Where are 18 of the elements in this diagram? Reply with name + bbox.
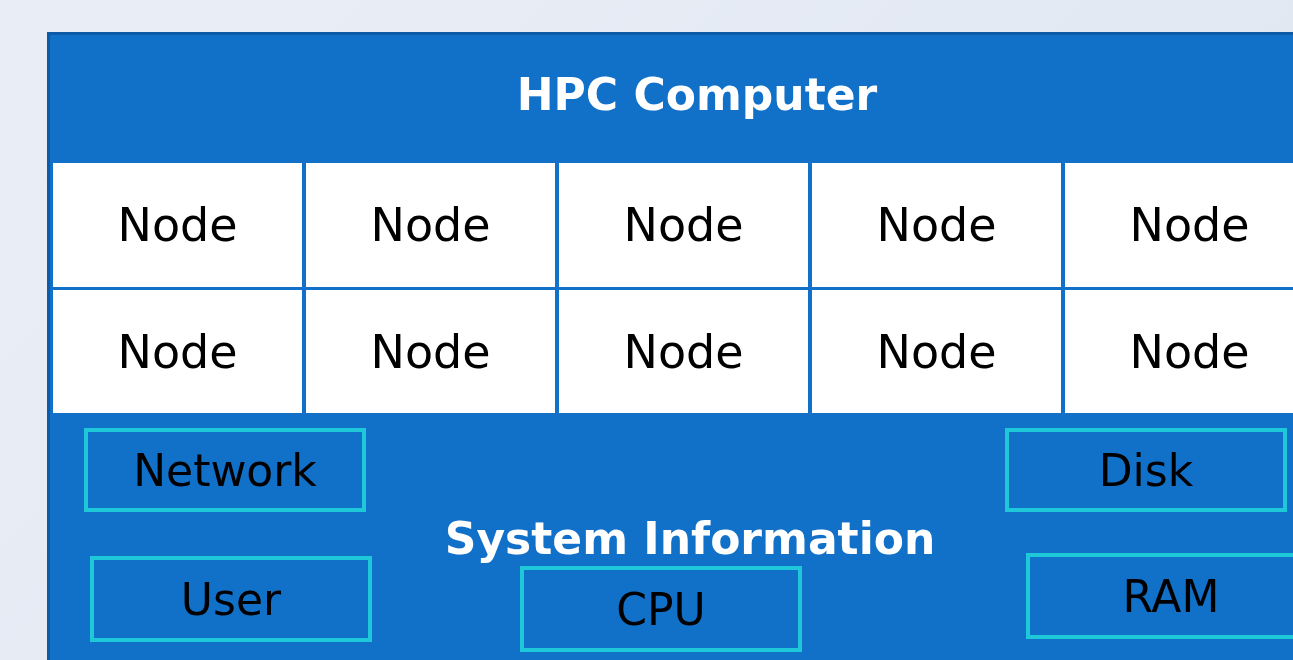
computer-panel	[47, 32, 1293, 660]
node-tile: Node	[1065, 290, 1293, 414]
node-tile: Node	[306, 163, 555, 287]
node-tile: Node	[53, 163, 302, 287]
band-heading: System Information	[443, 513, 937, 564]
node-tile: Node	[559, 163, 808, 287]
node-tile: Node	[306, 290, 555, 414]
info-box: User	[90, 556, 372, 642]
node-tile: Node	[812, 290, 1061, 414]
node-tile: Node	[1065, 163, 1293, 287]
info-box: CPU	[520, 566, 802, 652]
node-tile: Node	[53, 290, 302, 414]
node-tile: Node	[559, 290, 808, 414]
node-tile: Node	[812, 163, 1061, 287]
info-box: Disk	[1005, 428, 1287, 512]
info-box: RAM	[1026, 553, 1293, 639]
info-box: Network	[84, 428, 366, 512]
panel-heading: HPC Computer	[515, 69, 879, 120]
